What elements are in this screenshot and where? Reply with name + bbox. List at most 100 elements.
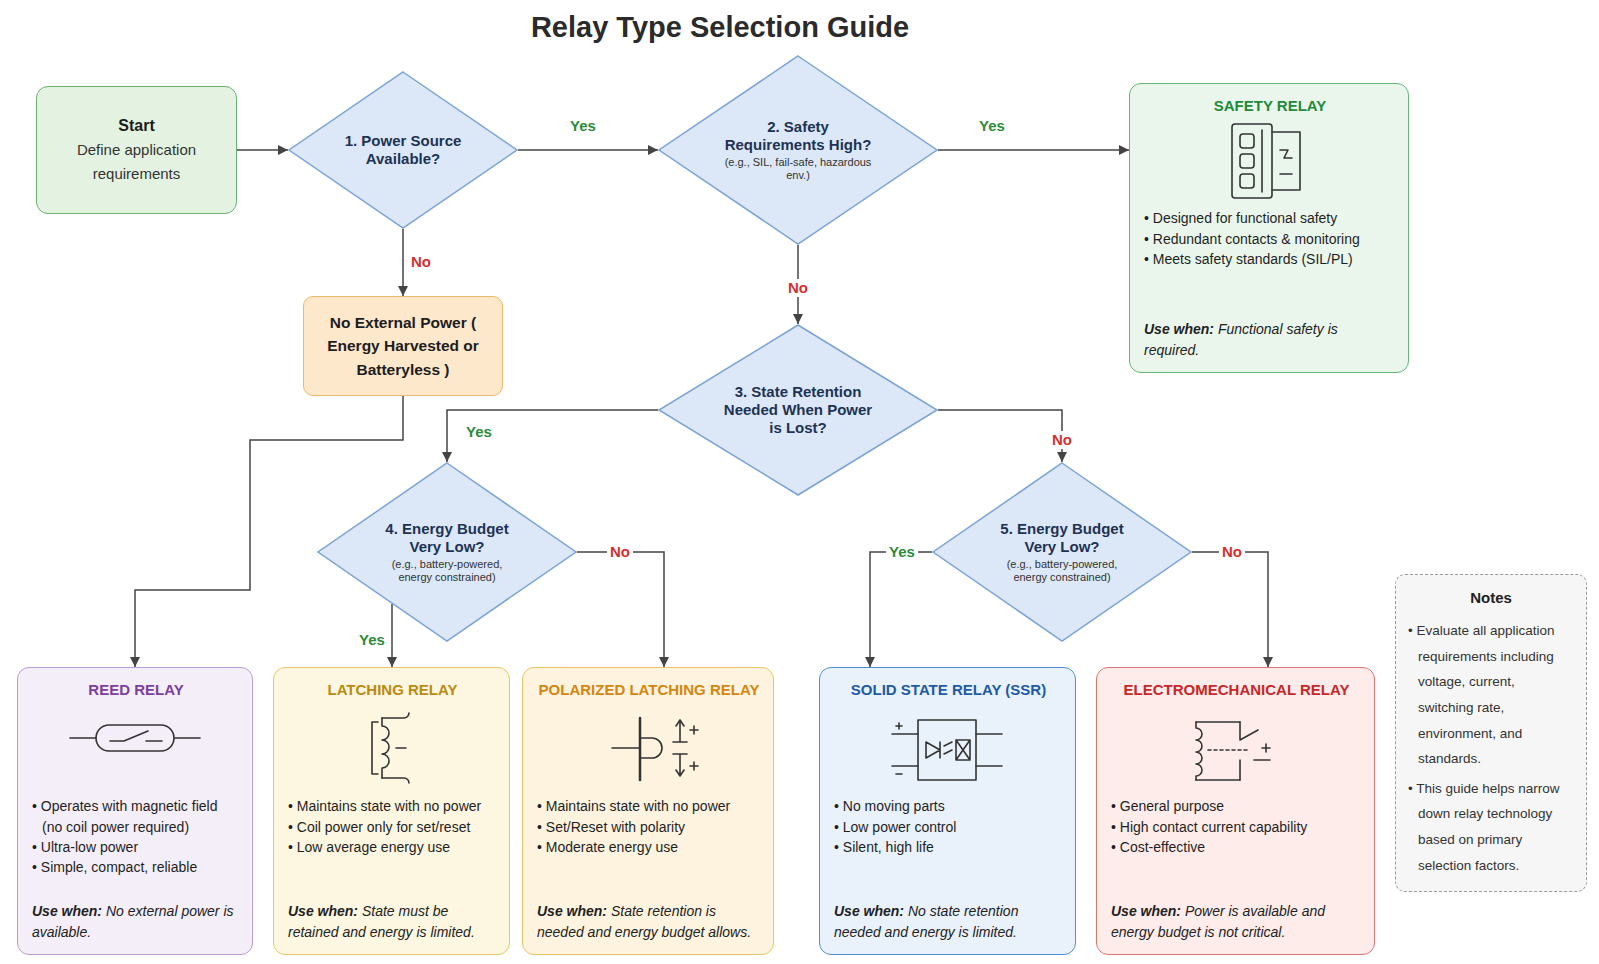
use-when-line: Use when:No external power is available. (32, 893, 240, 942)
relay-heading: ELECTROMECHANICAL RELAY (1111, 680, 1362, 700)
polarity-mark (690, 726, 698, 770)
ssr-triac (956, 740, 970, 760)
ssr-polarity (896, 723, 902, 774)
notes-bullet: • This guide helps narrow down relay tec… (1408, 776, 1574, 879)
electromechanical-relay-icon (1196, 722, 1270, 780)
diamond-shape (318, 463, 576, 641)
decision-text: 4. Energy Budget Very Low?(e.g., battery… (377, 520, 517, 584)
icon-space (1144, 116, 1396, 208)
polarized-relay-icon (612, 718, 698, 780)
safety-relay-slot (1240, 174, 1254, 188)
reed-glass (96, 725, 174, 751)
feature-bullet: • No moving parts (834, 796, 1063, 816)
decision-question: 5. Energy Budget Very Low? (992, 520, 1132, 556)
use-when-label: Use when: (1111, 903, 1181, 919)
result-box: SAFETY RELAY • Designed for functional sa… (1129, 83, 1409, 373)
relay-heading: REED RELAY (32, 680, 240, 700)
decision-question: 2. Safety Requirements High? (723, 118, 873, 154)
use-when-line: Use when:State retention is needed and e… (537, 893, 761, 942)
flow-connector (237, 149, 288, 151)
edge-label-holder: No (1049, 431, 1075, 449)
edge-label: No (785, 279, 811, 297)
edge-label-holder: No (1219, 543, 1245, 561)
decision-question: 4. Energy Budget Very Low? (377, 520, 517, 556)
safety-relay-housing (1232, 124, 1272, 198)
edge-label-holder: Yes (886, 543, 918, 561)
polarized-contact (673, 720, 687, 776)
feature-bullet: • Set/Reset with polarity (537, 817, 761, 837)
feature-bullet: • Meets safety standards (SIL/PL) (1144, 249, 1396, 269)
result-box: SOLID STATE RELAY (SSR)• No moving parts… (819, 667, 1076, 955)
notes-heading: Notes (1408, 589, 1574, 606)
result-box: ELECTROMECHANICAL RELAY• General purpose… (1096, 667, 1375, 955)
feature-bullet: • Redundant contacts & monitoring (1144, 229, 1396, 249)
edge-label: Yes (976, 117, 1008, 135)
safety-relay-slot (1240, 134, 1254, 148)
safety-relay-module (1262, 130, 1300, 192)
relay-heading: SAFETY RELAY (1144, 96, 1396, 116)
flow-connector (402, 229, 404, 296)
feature-bullet: • Simple, compact, reliable (32, 857, 240, 877)
feature-bullet: • Low average energy use (288, 837, 497, 857)
ssr-led (926, 742, 952, 758)
safety-relay-slot (1240, 154, 1254, 168)
use-when-label: Use when: (834, 903, 904, 919)
flow-connector (870, 552, 932, 667)
edge-label-holder: No (785, 279, 811, 297)
decision-text: 2. Safety Requirements High?(e.g., SIL, … (723, 118, 873, 182)
reed-contact (110, 731, 162, 741)
icon-space (1111, 700, 1362, 796)
feature-bullet: • Operates with magnetic field (no coil … (32, 796, 240, 837)
em-frame (1196, 722, 1240, 780)
edge-label-holder: Yes (976, 117, 1008, 135)
box-heading: No External Power ( Energy Harvested or … (316, 311, 490, 381)
decision-example: (e.g., battery-powered, energy constrain… (992, 558, 1132, 584)
relay-heading: LATCHING RELAY (288, 680, 497, 700)
icon-space (32, 700, 240, 796)
edge-label-holder: Yes (463, 423, 495, 441)
safety-relay-icon (1232, 124, 1300, 198)
title-holder: Relay Type Selection Guide (370, 10, 1070, 45)
ssr-lead (892, 734, 1002, 766)
edge-label-holder: Yes (567, 117, 599, 135)
result-box: POLARIZED LATCHING RELAY• Maintains stat… (522, 667, 774, 955)
box-heading: Start (118, 114, 154, 138)
diagram-title: Relay Type Selection Guide (370, 10, 1070, 45)
decision-example: (e.g., battery-powered, energy constrain… (377, 558, 517, 584)
ssr-body (918, 720, 976, 780)
latching-contact (382, 713, 409, 783)
edge-label-holder: No (607, 543, 633, 561)
decision-diamond: 5. Energy Budget Very Low?(e.g., battery… (932, 462, 1192, 642)
flow-connector (447, 410, 658, 462)
feature-bullet: • Moderate energy use (537, 837, 761, 857)
decision-question: 1. Power Source Available? (333, 132, 473, 168)
icon-space (537, 700, 761, 796)
edge-label-holder: No (408, 253, 434, 271)
process-box: No External Power ( Energy Harvested or … (303, 296, 503, 396)
edge-label: No (1219, 543, 1245, 561)
flow-connector (1192, 552, 1268, 667)
result-box: LATCHING RELAY• Maintains state with no … (273, 667, 510, 955)
edge-label: No (607, 543, 633, 561)
reed-relay-icon (70, 725, 200, 751)
feature-bullet: • Ultra-low power (32, 837, 240, 857)
feature-bullet: • High contact current capability (1111, 817, 1362, 837)
decision-example: (e.g., SIL, fail-safe, hazardous env.) (723, 156, 873, 182)
feature-bullet: • Cost-effective (1111, 837, 1362, 857)
feature-bullet: • Coil power only for set/reset (288, 817, 497, 837)
ssr-icon (892, 720, 1002, 780)
latching-relay-icon (372, 713, 409, 783)
use-when-line: Use when:Functional safety is required. (1144, 311, 1396, 360)
diamond-shape (289, 72, 517, 228)
flow-connector (938, 410, 1062, 462)
edge-label: Yes (463, 423, 495, 441)
edge-label: Yes (567, 117, 599, 135)
feature-bullet: • Low power control (834, 817, 1063, 837)
latching-core (372, 722, 378, 774)
diamond-shape (659, 325, 937, 495)
polarized-coil (612, 738, 662, 758)
flow-connector (938, 149, 1129, 151)
flow-connector (577, 552, 664, 667)
use-when-label: Use when: (537, 903, 607, 919)
feature-bullet: • Designed for functional safety (1144, 208, 1396, 228)
